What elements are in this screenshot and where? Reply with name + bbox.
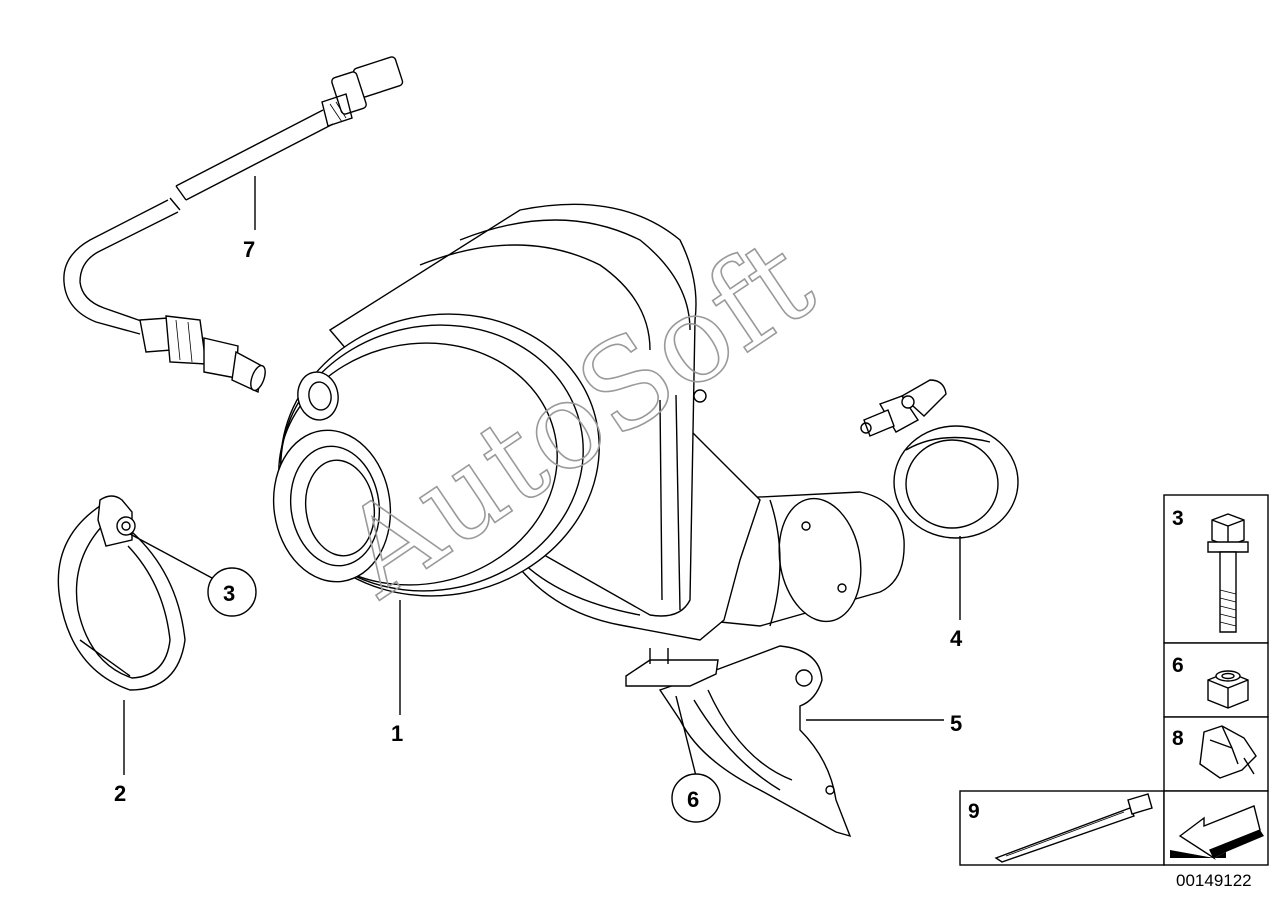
catalytic-converter-part-1 bbox=[272, 203, 905, 715]
legend-label-6: 6 bbox=[1172, 654, 1184, 677]
callout-6: 6 bbox=[687, 787, 699, 812]
legend-panel: 3 6 8 9 bbox=[959, 494, 1269, 866]
callout-5: 5 bbox=[950, 711, 962, 736]
clip-nut-icon bbox=[1199, 725, 1257, 779]
callout-3-circle: 3 bbox=[207, 567, 257, 617]
sensor-cable-part-7 bbox=[63, 56, 404, 394]
sensor-connector bbox=[321, 56, 404, 127]
callout-7: 7 bbox=[243, 237, 255, 262]
bolt-icon bbox=[1207, 513, 1249, 633]
band-clamp-part-4 bbox=[860, 379, 1019, 620]
callout-2: 2 bbox=[114, 781, 126, 806]
callout-1: 1 bbox=[391, 721, 403, 746]
callout-4: 4 bbox=[950, 626, 963, 651]
cable-tie-icon bbox=[994, 793, 1153, 863]
legend-label-8: 8 bbox=[1172, 727, 1184, 750]
direction-arrow-icon bbox=[1170, 805, 1264, 860]
callout-3: 3 bbox=[223, 581, 235, 606]
bracket-part-5 bbox=[625, 645, 944, 838]
legend-label-3: 3 bbox=[1172, 507, 1184, 530]
legend-label-9: 9 bbox=[968, 800, 980, 823]
nut-icon bbox=[1207, 670, 1249, 709]
clamp-part-2 bbox=[57, 495, 213, 775]
callout-6-circle: 6 bbox=[671, 773, 721, 823]
sensor-body bbox=[139, 315, 266, 394]
document-number: 00149122 bbox=[1176, 871, 1252, 890]
